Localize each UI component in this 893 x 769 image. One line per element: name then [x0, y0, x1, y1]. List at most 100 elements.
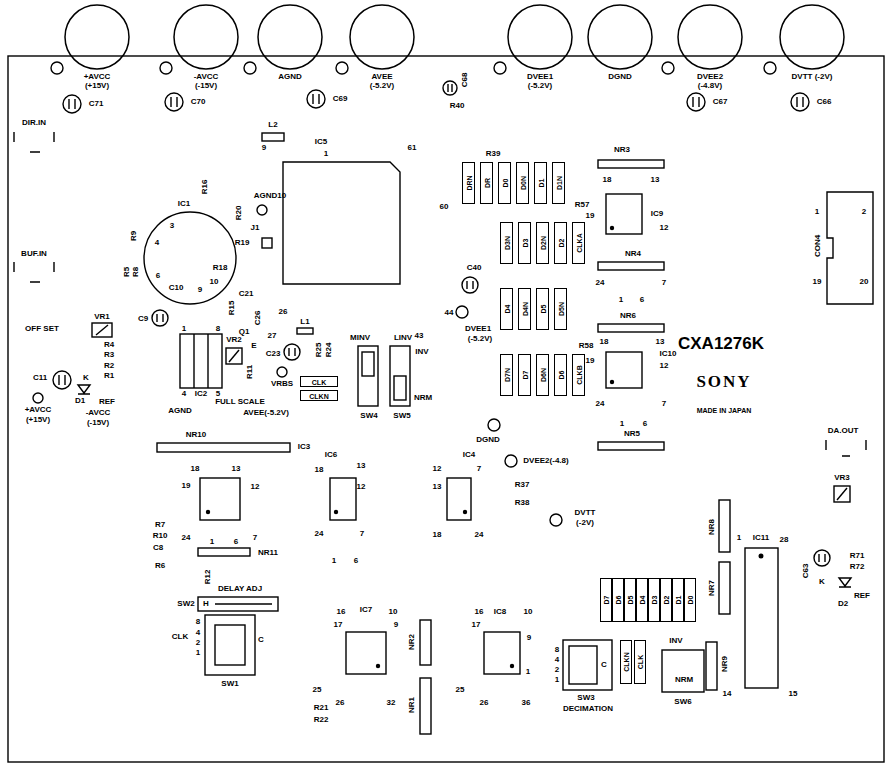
- pin1-dot: [759, 554, 764, 559]
- ic-footprint: [606, 352, 642, 388]
- signal-name: D7: [521, 371, 528, 380]
- signal-name: D5: [539, 305, 546, 314]
- silkscreen-label: E: [251, 342, 256, 350]
- silkscreen-label: R37: [515, 481, 530, 489]
- capacitor-plates: [467, 281, 473, 289]
- silkscreen-label: 9: [527, 634, 531, 642]
- resistor-pack: D3: [518, 222, 531, 264]
- resistor-network: [598, 160, 664, 168]
- silkscreen-label: L1: [300, 318, 309, 326]
- trimmer-arrow: [229, 350, 239, 362]
- silkscreen-label: 13: [656, 338, 665, 346]
- signal-name: D6N: [539, 368, 546, 382]
- silkscreen-label: 2: [555, 666, 559, 674]
- silkscreen-label: 24: [596, 400, 605, 408]
- silkscreen-label: R2: [104, 362, 114, 370]
- silkscreen-label: 1: [182, 325, 186, 333]
- silkscreen-label: 2: [196, 639, 200, 647]
- signal-name: CLKA: [575, 233, 582, 252]
- silkscreen-label: R6: [155, 562, 165, 570]
- ground-ring: [244, 62, 256, 74]
- silkscreen-label: IC8: [494, 608, 506, 616]
- switch-knob: [215, 625, 245, 665]
- coax-connector: -AVCC (-15V): [173, 4, 239, 70]
- silkscreen-label: SW1: [221, 680, 238, 688]
- silkscreen-label: 2: [862, 208, 866, 216]
- resistor-pack: D4: [636, 578, 648, 622]
- coax-connector: AVEE (-5.2V): [349, 4, 415, 70]
- resistor-network: [719, 500, 730, 552]
- connector-ring: [780, 5, 844, 69]
- ic-footprint: [330, 478, 356, 520]
- silkscreen-label: 28: [780, 536, 789, 544]
- silkscreen-label: DIR.IN: [22, 119, 46, 127]
- capacitor-plates: [289, 348, 295, 356]
- pin1-dot: [334, 510, 338, 514]
- silkscreen-label: 1: [737, 534, 741, 542]
- silkscreen-label: VR1: [94, 313, 110, 321]
- ground-ring: [662, 62, 674, 74]
- switch-body: [662, 650, 704, 692]
- resistor-pack: D0N: [516, 162, 529, 204]
- resistor-pack: D5N: [554, 288, 567, 330]
- silkscreen-label: NR5: [624, 430, 640, 438]
- ic-pins: [194, 334, 208, 388]
- connector-label: AGND: [269, 72, 311, 81]
- silkscreen-label: 26: [279, 308, 288, 316]
- silkscreen-label: NR7: [708, 580, 716, 596]
- test-point: [277, 367, 287, 377]
- connector-footprint: [827, 192, 873, 304]
- signal-name: D2: [557, 239, 564, 248]
- board-outline: [8, 56, 884, 762]
- capacitor-plates: [171, 97, 177, 107]
- silkscreen-label: (-2V): [576, 519, 594, 527]
- silkscreen-label: 3: [170, 222, 174, 230]
- pin1-dot: [206, 510, 210, 514]
- silkscreen-label: 13: [232, 465, 241, 473]
- silkscreen-label: 14: [723, 690, 732, 698]
- silkscreen-label: Q1: [239, 328, 250, 336]
- silkscreen-label: 6: [156, 272, 160, 280]
- input-marks: [14, 132, 866, 456]
- connector-label: -AVCC (-15V): [185, 72, 227, 90]
- silkscreen-label: AVEE(-5.2V): [243, 409, 289, 417]
- silkscreen-label: NR11: [258, 549, 278, 557]
- signal-name: CLKB: [575, 365, 582, 384]
- silkscreen-label: 10: [210, 278, 219, 286]
- silkscreen-label: DA.OUT: [828, 427, 859, 435]
- test-point: [33, 393, 43, 403]
- silkscreen-label: 18: [315, 466, 324, 474]
- silkscreen-label: NR3: [614, 146, 630, 154]
- silkscreen-label: 1: [210, 538, 214, 546]
- test-point: [456, 306, 468, 318]
- silkscreen-label: IC1: [178, 200, 190, 208]
- signal-name: D3: [651, 596, 658, 605]
- silkscreen-label: MINV: [350, 334, 370, 342]
- signal-name: D0: [501, 179, 508, 188]
- silkscreen-label: C68: [461, 73, 469, 88]
- switch-body: [563, 640, 612, 690]
- silkscreen-label: R40: [450, 102, 465, 110]
- ic-footprint: [745, 548, 778, 688]
- silkscreen-label: 1: [815, 208, 819, 216]
- test-point: [488, 419, 500, 431]
- connector-ring: [65, 5, 129, 69]
- inductor-symbol: [262, 133, 284, 141]
- silkscreen-label: 60: [440, 203, 449, 211]
- signal-name: D3N: [503, 236, 510, 250]
- pin1-dot: [610, 380, 614, 384]
- resistor-pack: D7N: [500, 354, 513, 396]
- silkscreen-label: R11: [246, 365, 254, 379]
- silkscreen-label: 18: [600, 338, 609, 346]
- connector-outline: [349, 4, 415, 70]
- silkscreen-label: 18: [603, 176, 612, 184]
- silkscreen-label: 19: [586, 357, 595, 365]
- trimmer-symbol: [92, 323, 112, 337]
- silkscreen-label: D2: [838, 600, 848, 608]
- silkscreen-label: 12: [660, 224, 669, 232]
- silkscreen-label: 26: [480, 699, 489, 707]
- silkscreen-label: 9: [394, 621, 398, 629]
- signal-name: CLK: [637, 655, 644, 669]
- switch-knob: [569, 646, 597, 684]
- silkscreen-label: 1: [526, 668, 530, 676]
